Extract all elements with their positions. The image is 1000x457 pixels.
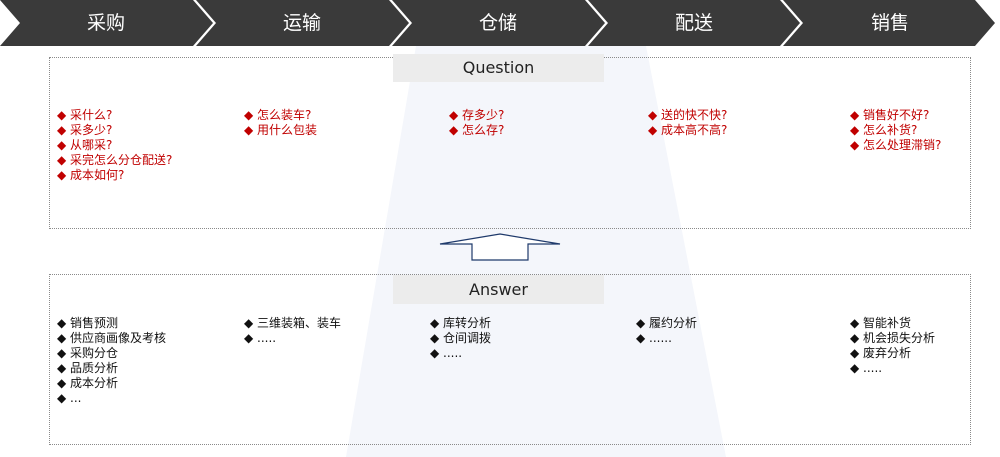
background-watermark	[346, 46, 726, 457]
question-column-sales: ◆销售好不好? ◆怎么补货? ◆怎么处理滞销?	[850, 108, 941, 153]
diamond-bullet-icon: ◆	[850, 361, 860, 375]
diamond-bullet-icon: ◆	[57, 331, 67, 345]
list-item: ◆送的快不快?	[648, 108, 728, 122]
list-item: ◆成本分析	[57, 376, 119, 390]
diamond-bullet-icon: ◆	[57, 361, 67, 375]
chevron-stage-1	[0, 0, 213, 46]
list-item: ◆供应商画像及考核	[57, 331, 167, 345]
list-item: ◆存多少?	[449, 108, 505, 122]
list-item: ◆成本如何?	[57, 168, 125, 182]
diamond-bullet-icon: ◆	[449, 123, 459, 137]
diamond-bullet-icon: ◆	[850, 108, 860, 122]
diamond-bullet-icon: ◆	[648, 108, 658, 122]
list-item: ◆库转分析	[430, 316, 492, 330]
diamond-bullet-icon: ◆	[57, 123, 67, 137]
list-item: ◆.....	[430, 346, 463, 360]
diamond-bullet-icon: ◆	[244, 123, 254, 137]
diamond-bullet-icon: ◆	[850, 346, 860, 360]
diamond-bullet-icon: ◆	[430, 316, 440, 330]
question-panel	[49, 57, 971, 229]
answer-panel	[49, 274, 971, 445]
diamond-bullet-icon: ◆	[850, 316, 860, 330]
question-panel-title: Question	[393, 54, 604, 82]
diamond-bullet-icon: ◆	[648, 123, 658, 137]
stage-label-procurement: 采购	[86, 12, 125, 34]
chevron-stage-2	[196, 0, 409, 46]
diamond-bullet-icon: ◆	[57, 346, 67, 360]
question-column-warehousing: ◆存多少? ◆怎么存?	[449, 108, 504, 138]
diamond-bullet-icon: ◆	[449, 108, 459, 122]
answer-column-procurement: ◆销售预测 ◆供应商画像及考核 ◆采购分仓 ◆品质分析 ◆成本分析 ◆...	[57, 316, 166, 406]
list-item: ◆采多少?	[57, 123, 113, 137]
diamond-bullet-icon: ◆	[850, 138, 860, 152]
diamond-bullet-icon: ◆	[430, 346, 440, 360]
process-chevron-bar	[0, 0, 995, 46]
diamond-bullet-icon: ◆	[636, 316, 646, 330]
list-item: ◆废弃分析	[850, 346, 912, 360]
list-item: ◆怎么装车?	[244, 108, 312, 122]
answer-column-delivery: ◆履约分析 ◆......	[636, 316, 697, 346]
question-column-procurement: ◆采什么? ◆采多少? ◆从哪采? ◆采完怎么分仓配送? ◆成本如何?	[57, 108, 172, 183]
list-item: ◆三维装箱、装车	[244, 316, 342, 330]
diamond-bullet-icon: ◆	[244, 331, 254, 345]
question-column-delivery: ◆送的快不快? ◆成本高不高?	[648, 108, 727, 138]
list-item: ◆...	[57, 391, 82, 405]
list-item: ◆采完怎么分仓配送?	[57, 153, 173, 167]
list-item: ◆品质分析	[57, 361, 119, 375]
up-arrow-icon	[439, 233, 561, 261]
diamond-bullet-icon: ◆	[57, 376, 67, 390]
list-item: ◆......	[636, 331, 672, 345]
diamond-bullet-icon: ◆	[850, 123, 860, 137]
chevron-stage-3	[392, 0, 605, 46]
diamond-bullet-icon: ◆	[57, 168, 67, 182]
diamond-bullet-icon: ◆	[57, 153, 67, 167]
list-item: ◆采购分仓	[57, 346, 119, 360]
list-item: ◆履约分析	[636, 316, 698, 330]
list-item: ◆智能补货	[850, 316, 912, 330]
list-item: ◆.....	[244, 331, 277, 345]
diamond-bullet-icon: ◆	[850, 331, 860, 345]
chevron-stage-5	[783, 0, 995, 46]
list-item: ◆怎么存?	[449, 123, 505, 137]
diamond-bullet-icon: ◆	[244, 316, 254, 330]
list-item: ◆.....	[850, 361, 883, 375]
diamond-bullet-icon: ◆	[636, 331, 646, 345]
chevron-stage-4	[588, 0, 800, 46]
list-item: ◆销售预测	[57, 316, 119, 330]
list-item: ◆机会损失分析	[850, 331, 936, 345]
diamond-bullet-icon: ◆	[57, 316, 67, 330]
answer-column-sales: ◆智能补货 ◆机会损失分析 ◆废弃分析 ◆.....	[850, 316, 935, 376]
stage-label-warehousing: 仓储	[478, 12, 517, 34]
answer-column-warehousing: ◆库转分析 ◆仓间调拨 ◆.....	[430, 316, 491, 361]
question-column-transport: ◆怎么装车? ◆用什么包装	[244, 108, 317, 138]
list-item: ◆怎么补货?	[850, 123, 918, 137]
stage-label-transport: 运输	[282, 12, 321, 34]
diamond-bullet-icon: ◆	[57, 108, 67, 122]
list-item: ◆采什么?	[57, 108, 113, 122]
stage-label-sales: 销售	[870, 12, 909, 34]
answer-panel-title: Answer	[393, 275, 604, 304]
list-item: ◆从哪采?	[57, 138, 113, 152]
list-item: ◆怎么处理滞销?	[850, 138, 942, 152]
diamond-bullet-icon: ◆	[244, 108, 254, 122]
list-item: ◆用什么包装	[244, 123, 318, 137]
stage-label-delivery: 配送	[674, 12, 713, 34]
diamond-bullet-icon: ◆	[57, 391, 67, 405]
answer-column-transport: ◆三维装箱、装车 ◆.....	[244, 316, 341, 346]
diamond-bullet-icon: ◆	[430, 331, 440, 345]
list-item: ◆销售好不好?	[850, 108, 930, 122]
list-item: ◆仓间调拨	[430, 331, 492, 345]
list-item: ◆成本高不高?	[648, 123, 728, 137]
diamond-bullet-icon: ◆	[57, 138, 67, 152]
